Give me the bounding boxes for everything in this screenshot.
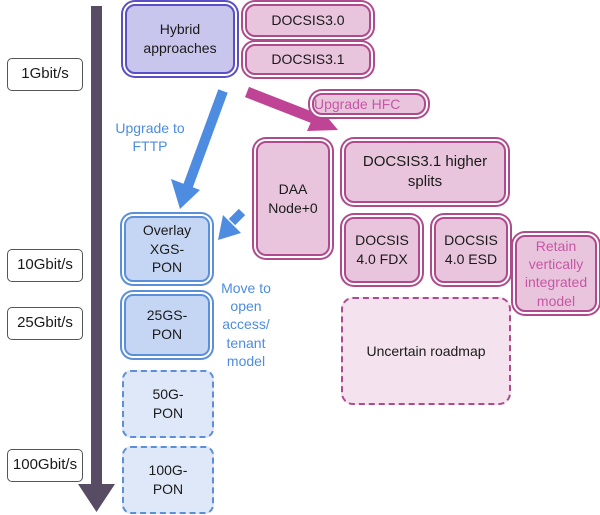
daa-node-box: DAA Node+0 — [256, 141, 330, 256]
docsis30-box: DOCSIS3.0 — [245, 4, 371, 37]
speed-label-25gbit: 25Gbit/s — [7, 307, 83, 340]
25gs-pon-box: 25GS- PON — [124, 294, 210, 356]
speed-label-1gbit: 1Gbit/s — [7, 58, 83, 91]
daa-to-overlay-arrow — [218, 208, 246, 240]
docsis31-higher-splits-box: DOCSIS3.1 higher splits — [344, 141, 506, 203]
upgrade-hfc-arrow — [244, 86, 338, 131]
retain-integrated-label: Retain vertically integrated model — [515, 235, 597, 312]
upgrade-hfc-label: Upgrade HFC — [312, 93, 426, 116]
speed-label-100gbit: 100Gbit/s — [7, 449, 83, 482]
speed-label-10gbit: 10Gbit/s — [7, 249, 83, 282]
upgrade-ftth-label: Upgrade to FTTP — [115, 120, 185, 155]
docsis31-box: DOCSIS3.1 — [245, 44, 371, 75]
uncertain-roadmap-box: Uncertain roadmap — [341, 297, 511, 405]
docsis40-esd-box: DOCSIS 4.0 ESD — [434, 217, 508, 283]
speed-axis-arrow — [91, 6, 102, 484]
50g-pon-box: 50G- PON — [122, 370, 214, 438]
speed-axis-arrow-head — [78, 484, 115, 512]
hybrid-approaches-box: Hybrid approaches — [125, 4, 235, 74]
open-access-label: Move to open access/ tenant model — [221, 280, 271, 369]
docsis40-fdx-box: DOCSIS 4.0 FDX — [344, 217, 420, 283]
overlay-xgs-pon-box: Overlay XGS- PON — [124, 216, 210, 282]
100g-pon-box: 100G- PON — [122, 446, 214, 514]
upgrade-ftth-arrow — [171, 89, 228, 209]
